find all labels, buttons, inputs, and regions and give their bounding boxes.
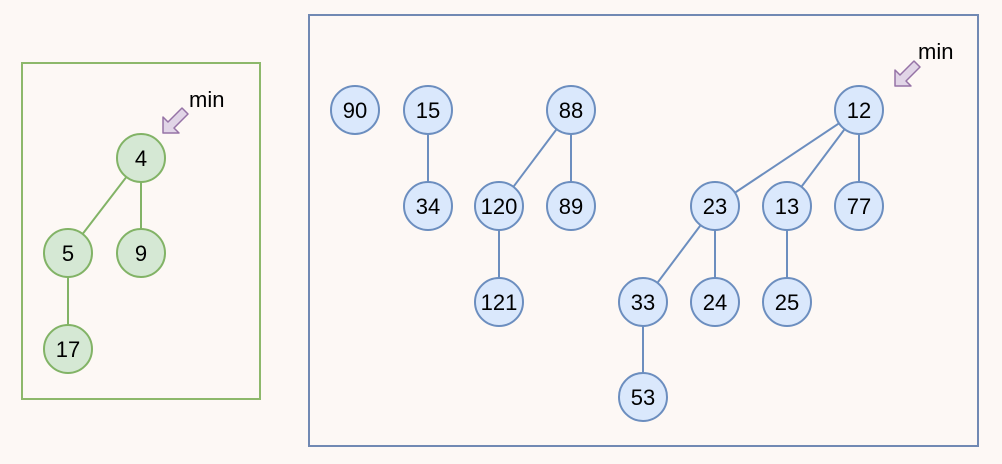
left-min-label: min <box>189 87 224 112</box>
heap-node-33: 33 <box>618 277 668 327</box>
node-label: 25 <box>775 290 799 315</box>
heap-node-23: 23 <box>690 181 740 231</box>
left-min-pointer: min <box>162 87 224 134</box>
node-circle <box>618 277 668 327</box>
node-circle <box>43 324 93 374</box>
node-circle <box>330 85 380 135</box>
node-label: 53 <box>631 385 655 410</box>
heap-node-9: 9 <box>116 228 166 278</box>
heap-node-120: 120 <box>474 181 524 231</box>
tree-edge <box>714 109 860 207</box>
node-label: 24 <box>703 290 727 315</box>
node-label: 17 <box>56 337 80 362</box>
node-label: 121 <box>481 290 518 315</box>
node-circle <box>403 181 453 231</box>
node-circle <box>403 85 453 135</box>
node-circle <box>474 181 524 231</box>
node-circle <box>762 181 812 231</box>
heap-node-88: 88 <box>546 85 596 135</box>
node-label: 33 <box>631 290 655 315</box>
left-heap-frame <box>21 62 261 400</box>
right-min-label: min <box>918 39 953 64</box>
node-label: 90 <box>343 98 367 123</box>
left-heap: 4 5 9 17 min <box>21 62 261 400</box>
heap-node-12: 12 <box>834 85 884 135</box>
node-circle <box>546 181 596 231</box>
heap-node-24: 24 <box>690 277 740 327</box>
heap-node-17: 17 <box>43 324 93 374</box>
node-label: 34 <box>416 194 440 219</box>
heap-node-4: 4 <box>116 133 166 183</box>
node-circle <box>546 85 596 135</box>
right-heap-nodes: 90 15 34 88 120 89 121 12 23 13 77 33 24 25 53 <box>330 85 884 422</box>
heap-node-90: 90 <box>330 85 380 135</box>
node-label: 5 <box>62 241 74 266</box>
right-min-pointer: min <box>894 39 953 87</box>
node-label: 15 <box>416 98 440 123</box>
node-circle <box>116 228 166 278</box>
heap-node-13: 13 <box>762 181 812 231</box>
right-heap: 90 15 34 88 120 89 121 12 23 13 77 33 24 25 53 min <box>308 14 979 447</box>
node-circle <box>43 228 93 278</box>
heap-node-25: 25 <box>762 277 812 327</box>
node-circle <box>834 85 884 135</box>
node-circle <box>690 181 740 231</box>
node-label: 77 <box>847 194 871 219</box>
node-label: 13 <box>775 194 799 219</box>
arrow-down-left-icon <box>894 60 921 87</box>
node-label: 23 <box>703 194 727 219</box>
node-circle <box>474 277 524 327</box>
left-heap-nodes: 4 5 9 17 <box>43 133 166 374</box>
arrow-down-left-icon <box>162 107 189 134</box>
heap-node-34: 34 <box>403 181 453 231</box>
heap-node-77: 77 <box>834 181 884 231</box>
heap-node-121: 121 <box>474 277 524 327</box>
heap-node-5: 5 <box>43 228 93 278</box>
right-heap-edges <box>427 109 860 397</box>
heap-node-15: 15 <box>403 85 453 135</box>
node-circle <box>690 277 740 327</box>
heap-node-89: 89 <box>546 181 596 231</box>
node-label: 12 <box>847 98 871 123</box>
node-circle <box>762 277 812 327</box>
right-heap-frame <box>308 14 979 447</box>
node-circle <box>116 133 166 183</box>
node-label: 9 <box>135 241 147 266</box>
node-circle <box>618 372 668 422</box>
node-label: 120 <box>481 194 518 219</box>
node-circle <box>834 181 884 231</box>
node-label: 4 <box>135 146 147 171</box>
node-label: 89 <box>559 194 583 219</box>
node-label: 88 <box>559 98 583 123</box>
heap-node-53: 53 <box>618 372 668 422</box>
